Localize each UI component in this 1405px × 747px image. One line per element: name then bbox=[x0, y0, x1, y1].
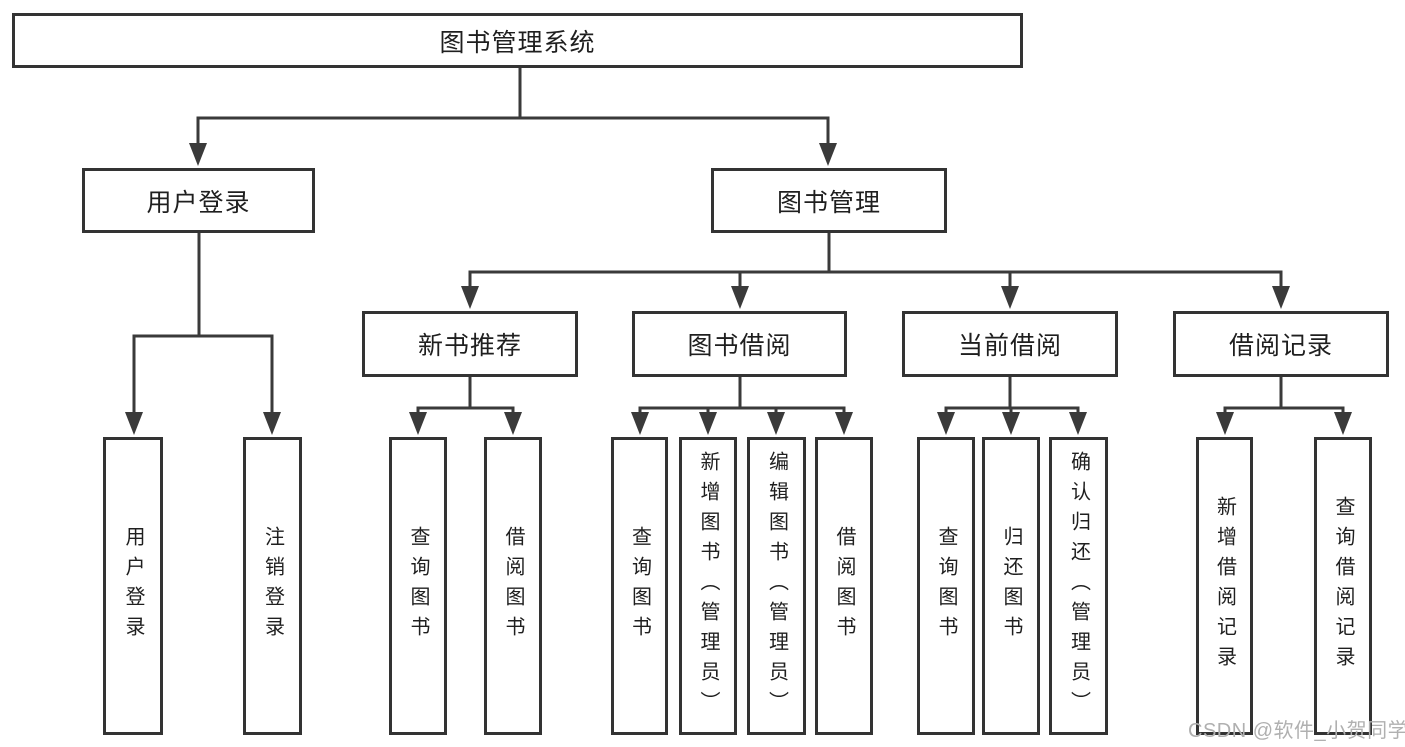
node-new-book-recommend-label: 新书推荐 bbox=[417, 332, 522, 360]
node-book-borrowing: 图书借阅 bbox=[632, 311, 847, 377]
node-book-borrowing-label: 图书借阅 bbox=[687, 332, 792, 360]
leaf-borrow-books-borrowing-label: 借阅图书 bbox=[833, 526, 855, 646]
leaf-user-login: 用户登录 bbox=[103, 437, 163, 735]
leaf-query-borrow-record: 查询借阅记录 bbox=[1314, 437, 1372, 735]
watermark: CSDN @软件_小贺同学 bbox=[1188, 720, 1405, 742]
node-book-management-label: 图书管理 bbox=[776, 188, 881, 217]
leaf-confirm-return-admin-label: 确认归还（管理员） bbox=[1067, 451, 1090, 721]
leaf-logout: 注销登录 bbox=[243, 437, 302, 735]
leaf-add-borrow-record: 新增借阅记录 bbox=[1196, 437, 1253, 735]
node-user-login-label: 用户登录 bbox=[146, 188, 251, 217]
leaf-return-book: 归还图书 bbox=[982, 437, 1040, 735]
leaf-add-book-admin-label: 新增图书（管理员） bbox=[697, 451, 719, 721]
leaf-query-books-current: 查询图书 bbox=[917, 437, 975, 735]
leaf-query-borrow-record-label: 查询借阅记录 bbox=[1332, 496, 1354, 676]
leaf-edit-book-admin: 编辑图书（管理员） bbox=[747, 437, 806, 735]
leaf-query-books-recommend: 查询图书 bbox=[389, 437, 447, 735]
node-user-login: 用户登录 bbox=[82, 168, 315, 233]
leaf-logout-label: 注销登录 bbox=[261, 526, 284, 646]
leaf-borrow-books-recommend: 借阅图书 bbox=[484, 437, 542, 735]
node-borrowing-records: 借阅记录 bbox=[1173, 311, 1389, 377]
node-new-book-recommend: 新书推荐 bbox=[362, 311, 578, 377]
node-current-borrowing-label: 当前借阅 bbox=[957, 332, 1062, 360]
node-root-label: 图书管理系统 bbox=[439, 28, 596, 57]
leaf-query-books-borrowing: 查询图书 bbox=[611, 437, 668, 735]
leaf-borrow-books-recommend-label: 借阅图书 bbox=[502, 526, 524, 646]
leaf-query-books-current-label: 查询图书 bbox=[935, 526, 957, 646]
node-borrowing-records-label: 借阅记录 bbox=[1228, 332, 1333, 360]
leaf-query-books-recommend-label: 查询图书 bbox=[407, 526, 429, 646]
leaf-add-borrow-record-label: 新增借阅记录 bbox=[1213, 496, 1236, 676]
leaf-user-login-label: 用户登录 bbox=[122, 526, 144, 646]
leaf-return-book-label: 归还图书 bbox=[1000, 526, 1022, 646]
leaf-confirm-return-admin: 确认归还（管理员） bbox=[1049, 437, 1108, 735]
node-current-borrowing: 当前借阅 bbox=[902, 311, 1118, 377]
leaf-borrow-books-borrowing: 借阅图书 bbox=[815, 437, 873, 735]
arrowheads bbox=[125, 143, 1352, 435]
leaf-add-book-admin: 新增图书（管理员） bbox=[679, 437, 737, 735]
node-book-management: 图书管理 bbox=[711, 168, 947, 233]
leaf-edit-book-admin-label: 编辑图书（管理员） bbox=[765, 451, 788, 721]
node-root: 图书管理系统 bbox=[12, 13, 1023, 68]
leaf-query-books-borrowing-label: 查询图书 bbox=[628, 526, 651, 646]
